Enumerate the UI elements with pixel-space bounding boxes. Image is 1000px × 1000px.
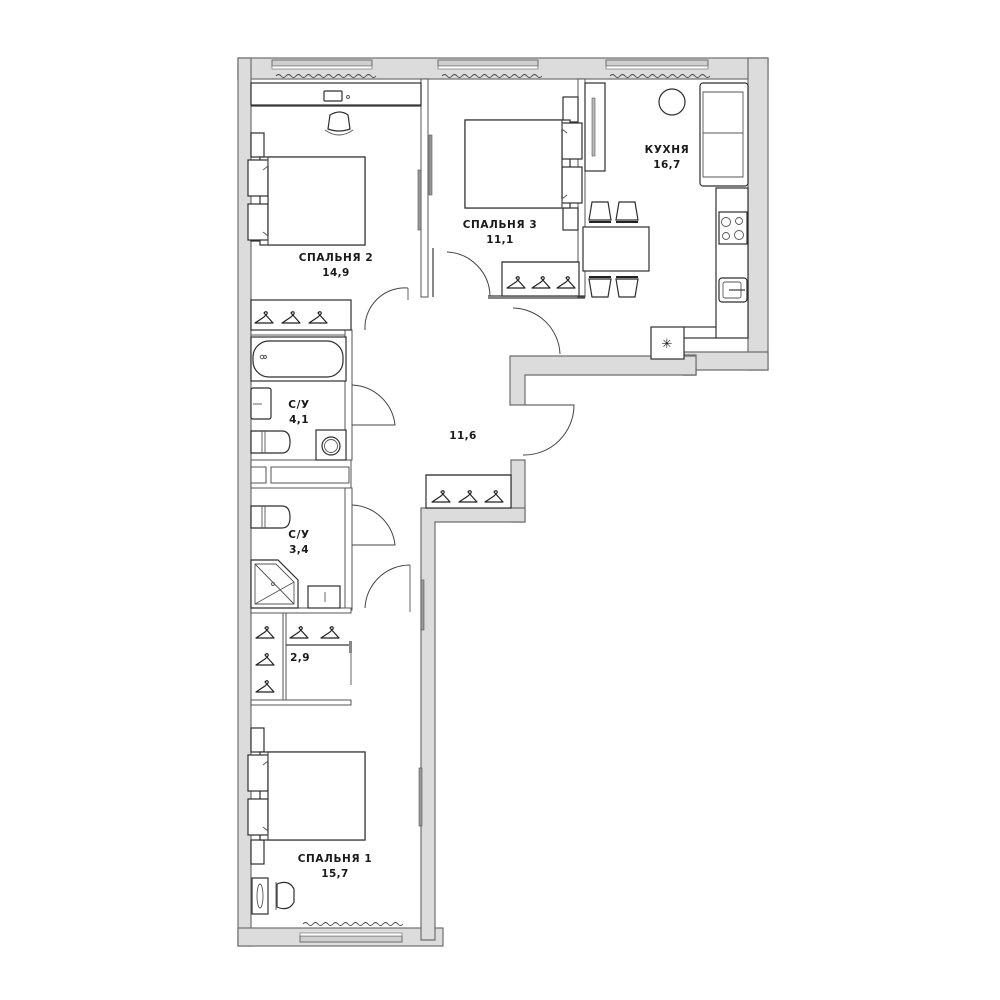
room-name: С/У bbox=[288, 399, 310, 411]
hallway-fixtures bbox=[425, 474, 512, 509]
room-name: СПАЛЬНЯ 3 bbox=[462, 219, 538, 231]
room-area: 2,9 bbox=[290, 652, 310, 664]
room-area: 11,1 bbox=[486, 234, 514, 246]
room-area: 3,4 bbox=[289, 544, 309, 556]
doors bbox=[351, 134, 575, 827]
room-name: СПАЛЬНЯ 1 bbox=[297, 853, 373, 865]
room-area: 16,7 bbox=[653, 159, 681, 171]
room-area: 4,1 bbox=[289, 414, 309, 426]
room-label-wardrobe: 2,9 bbox=[290, 651, 310, 666]
room-label-bedroom-2: СПАЛЬНЯ 2 14,9 bbox=[299, 251, 374, 281]
bedroom-3-furniture bbox=[464, 96, 583, 297]
bedroom-2-furniture bbox=[247, 82, 422, 331]
room-label-bathroom-1: С/У 4,1 bbox=[288, 398, 309, 428]
room-label-bedroom-3: СПАЛЬНЯ 3 11,1 bbox=[463, 218, 538, 248]
room-name: КУХНЯ bbox=[644, 144, 690, 156]
room-area: 11,6 bbox=[449, 430, 477, 442]
room-name: СПАЛЬНЯ 2 bbox=[298, 252, 374, 264]
room-label-bathroom-2: С/У 3,4 bbox=[288, 528, 309, 558]
room-label-hallway: 11,6 bbox=[449, 429, 477, 444]
room-label-kitchen: КУХНЯ 16,7 bbox=[645, 143, 690, 173]
room-area: 14,9 bbox=[322, 267, 350, 279]
exterior-walls bbox=[237, 57, 769, 947]
kitchen-furniture: ✳ bbox=[582, 82, 749, 360]
room-name: С/У bbox=[288, 529, 310, 541]
room-area: 15,7 bbox=[321, 868, 349, 880]
bedroom-1-furniture bbox=[247, 727, 366, 915]
bathroom-2-fixtures bbox=[250, 505, 341, 609]
bathroom-1-fixtures bbox=[250, 336, 347, 461]
windows bbox=[271, 59, 711, 943]
room-label-bedroom-1: СПАЛЬНЯ 1 15,7 bbox=[298, 852, 373, 882]
ventilation-asterisk-icon: ✳ bbox=[662, 337, 673, 352]
